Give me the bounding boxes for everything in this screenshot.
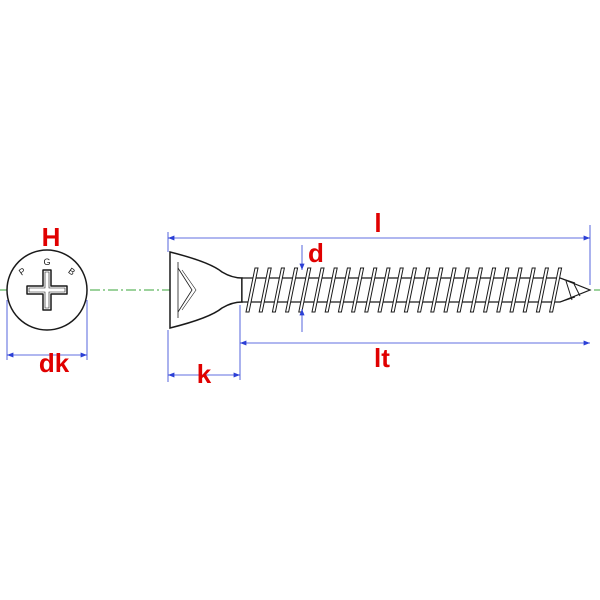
thread-crest xyxy=(350,267,365,313)
thread-crest xyxy=(496,267,510,313)
thread-crest xyxy=(548,267,563,313)
k-label: k xyxy=(197,359,212,389)
thread-crest xyxy=(377,267,391,313)
thread-crest xyxy=(443,267,457,313)
screw-head-profile xyxy=(169,251,243,329)
head-circle xyxy=(6,249,88,331)
thread-crest xyxy=(416,267,431,313)
thread-crest xyxy=(509,267,523,313)
thread-crest xyxy=(390,267,404,313)
thread-crest xyxy=(245,267,259,313)
lt-label: lt xyxy=(374,343,390,373)
thread-crest xyxy=(482,267,497,313)
head-marking-g: G xyxy=(43,257,50,267)
head-marking-b: B xyxy=(66,266,77,278)
thread-crest xyxy=(284,267,299,313)
thread-crest xyxy=(258,267,272,313)
thread-crest xyxy=(364,267,378,313)
d-label: d xyxy=(308,238,324,268)
head-marking-p: P xyxy=(17,266,28,278)
thread-crest xyxy=(403,267,418,313)
thread-crest xyxy=(456,267,470,313)
thread-crest xyxy=(311,267,325,313)
screw-threads xyxy=(245,267,581,313)
thread-crest xyxy=(271,267,286,313)
phillips-cross-icon xyxy=(26,269,68,311)
thread-crest xyxy=(469,267,484,313)
head-view: P G B H dk xyxy=(6,222,88,378)
thread-crest xyxy=(430,267,444,313)
side-view: l d lt k xyxy=(167,208,592,389)
thread-crest xyxy=(522,267,536,313)
l-label: l xyxy=(374,208,381,238)
thread-crest xyxy=(535,267,550,313)
dk-label: dk xyxy=(39,348,70,378)
head-view-title: H xyxy=(42,222,61,252)
screw-tip-threads xyxy=(559,277,581,303)
thread-crest xyxy=(337,267,352,313)
thread-crest xyxy=(324,267,338,313)
